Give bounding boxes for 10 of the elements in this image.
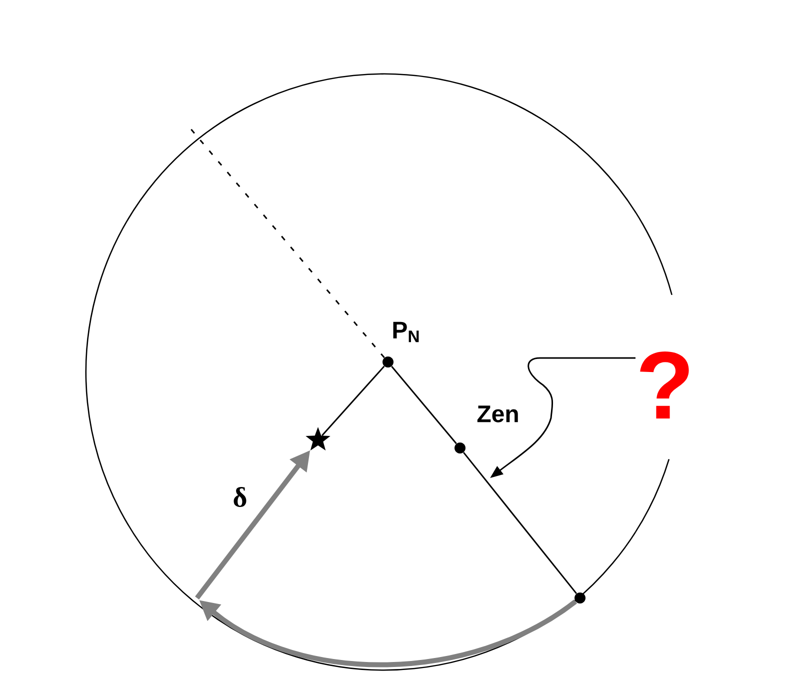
point-label: Zen bbox=[477, 406, 518, 422]
edge-label: δ bbox=[232, 486, 248, 508]
point-label: P$_{N}$ bbox=[393, 322, 419, 342]
point-dot bbox=[574, 592, 586, 604]
line bbox=[391, 366, 457, 444]
question-mark: ? bbox=[640, 352, 689, 419]
line bbox=[322, 366, 385, 436]
star-symbol bbox=[306, 427, 330, 451]
line bbox=[189, 128, 385, 358]
line bbox=[462, 452, 578, 594]
